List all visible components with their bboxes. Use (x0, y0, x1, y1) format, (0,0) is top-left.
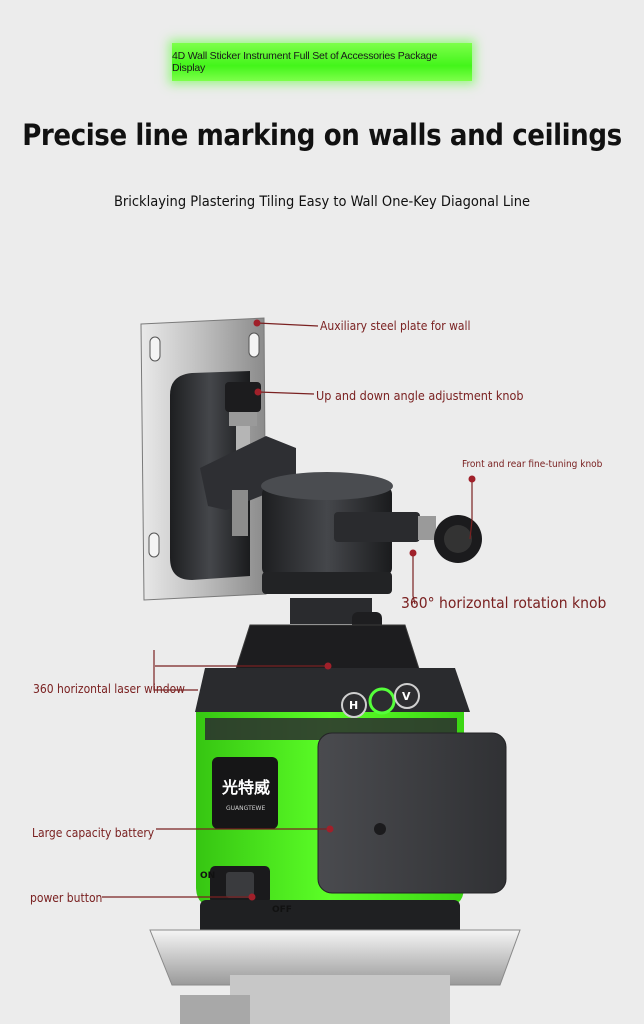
brand-cn: 光特威 (221, 778, 270, 797)
callout-dots (248, 319, 476, 901)
callout-lines (102, 322, 473, 898)
callout-steel-plate: Auxiliary steel plate for wall (320, 319, 471, 333)
switch-off-label: OFF (272, 905, 292, 915)
callout-angle-knob: Up and down angle adjustment knob (316, 388, 524, 403)
banner-text: 4D Wall Sticker Instrument Full Set of A… (172, 50, 438, 74)
brand-en: GUANGTEWE (226, 805, 265, 812)
rotation-head (261, 472, 482, 634)
callout-power-button: power button (30, 891, 103, 905)
button-h-label: H (349, 699, 358, 712)
header-banner: 4D Wall Sticker Instrument Full Set of A… (172, 43, 472, 81)
switch-on-label: ON (200, 871, 215, 881)
page-title: Precise line marking on walls and ceilin… (22, 118, 622, 152)
control-buttons (341, 683, 420, 718)
page-subtitle: Bricklaying Plastering Tiling Easy to Wa… (113, 194, 531, 210)
callout-fine-tuning-knob: Front and rear fine-tuning knob (462, 459, 603, 470)
callout-battery: Large capacity battery (32, 826, 155, 840)
laser-body (195, 624, 507, 940)
callout-laser-window: 360 horizontal laser window (33, 682, 186, 696)
metal-base (149, 929, 521, 1024)
button-v-label: V (402, 690, 411, 703)
callout-rotation-knob: 360° horizontal rotation knob (401, 594, 607, 612)
